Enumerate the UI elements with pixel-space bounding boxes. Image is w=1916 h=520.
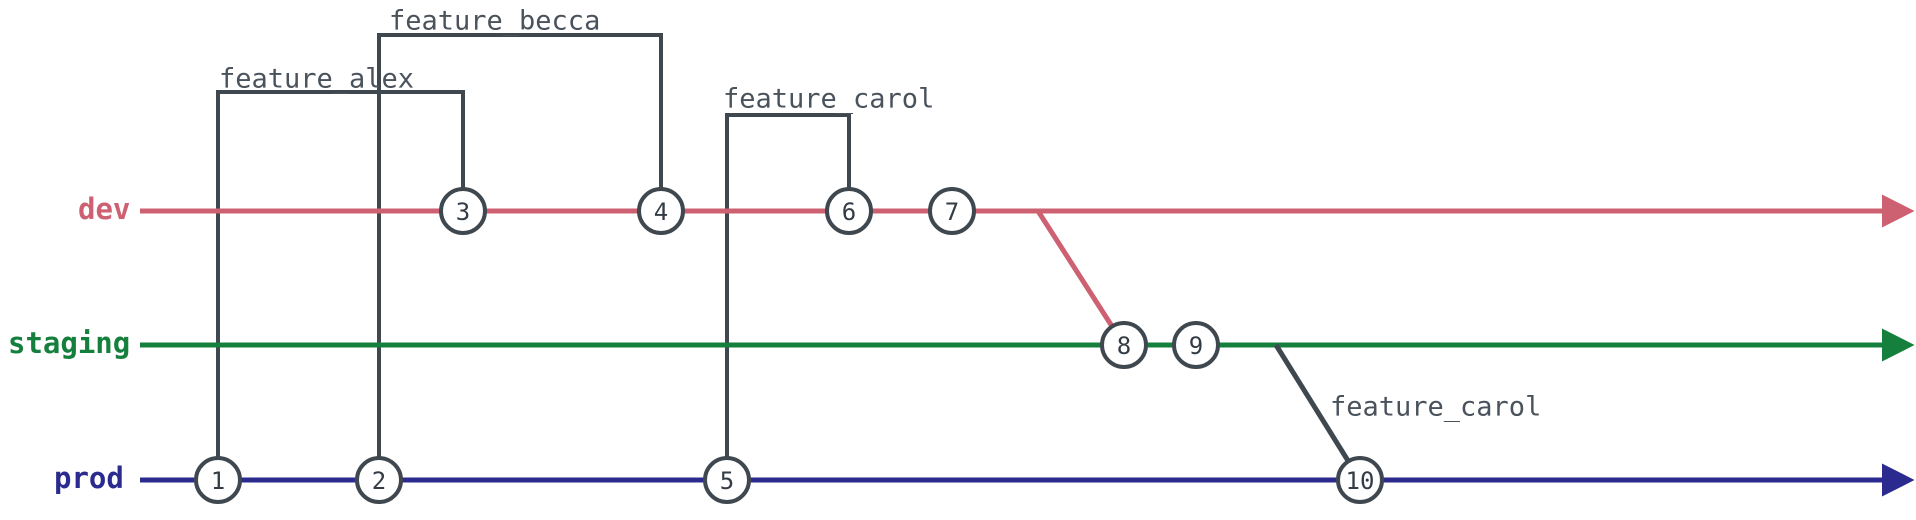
feature-branch-paths bbox=[216, 33, 851, 480]
commit-label-1: 1 bbox=[211, 467, 225, 495]
commit-circle-9[interactable] bbox=[1172, 321, 1220, 369]
merge-lines bbox=[1035, 209, 1363, 482]
commit-circle-6[interactable] bbox=[825, 187, 873, 235]
feature-labels: feature_alex feature_becca feature_carol… bbox=[219, 6, 1541, 423]
branch-labels: dev staging prod bbox=[8, 192, 130, 495]
commit-label-2: 2 bbox=[372, 467, 386, 495]
commit-circle-2[interactable] bbox=[355, 456, 403, 504]
branch-lines bbox=[140, 194, 1915, 497]
commit-node[interactable]: 3 bbox=[439, 187, 487, 235]
commit-node[interactable]: 8 bbox=[1100, 321, 1148, 369]
commit-node[interactable]: 5 bbox=[703, 456, 751, 504]
branch-label-dev[interactable]: dev bbox=[78, 192, 130, 226]
commit-nodes: 1 2 3 4 5 6 7 bbox=[194, 187, 1384, 504]
merge-line-dev-to-staging bbox=[1035, 209, 1127, 347]
feature-label-becca[interactable]: feature_becca bbox=[389, 6, 600, 37]
feature-branch-path-alex bbox=[216, 90, 465, 480]
commit-circle-4[interactable] bbox=[637, 187, 685, 235]
commit-label-5: 5 bbox=[720, 467, 734, 495]
commit-circle-7[interactable] bbox=[928, 187, 976, 235]
commit-node[interactable]: 10 bbox=[1336, 456, 1384, 504]
commit-circle-8[interactable] bbox=[1100, 321, 1148, 369]
commit-label-8: 8 bbox=[1117, 332, 1131, 360]
commit-label-6: 6 bbox=[842, 198, 856, 226]
commit-node[interactable]: 4 bbox=[637, 187, 685, 235]
branch-label-staging[interactable]: staging bbox=[8, 326, 130, 360]
commit-node[interactable]: 1 bbox=[194, 456, 242, 504]
commit-node[interactable]: 6 bbox=[825, 187, 873, 235]
commit-node[interactable]: 9 bbox=[1172, 321, 1220, 369]
commit-circle-10[interactable] bbox=[1336, 456, 1384, 504]
merge-line-staging-to-prod bbox=[1273, 343, 1363, 482]
feature-branch-path-carol bbox=[725, 113, 851, 480]
commit-label-3: 3 bbox=[456, 198, 470, 226]
commit-label-7: 7 bbox=[945, 198, 959, 226]
feature-branch-path-becca bbox=[377, 33, 663, 480]
merge-label-feature-carol[interactable]: feature_carol bbox=[1330, 392, 1541, 423]
commit-circle-5[interactable] bbox=[703, 456, 751, 504]
feature-label-alex[interactable]: feature_alex bbox=[219, 64, 414, 95]
commit-label-4: 4 bbox=[654, 198, 668, 226]
commit-label-10: 10 bbox=[1346, 467, 1375, 495]
commit-circle-1[interactable] bbox=[194, 456, 242, 504]
commit-circle-3[interactable] bbox=[439, 187, 487, 235]
commit-label-9: 9 bbox=[1189, 332, 1203, 360]
feature-label-carol[interactable]: feature_carol bbox=[723, 84, 934, 115]
commit-node[interactable]: 2 bbox=[355, 456, 403, 504]
commit-node[interactable]: 7 bbox=[928, 187, 976, 235]
branch-label-prod[interactable]: prod bbox=[54, 461, 124, 495]
